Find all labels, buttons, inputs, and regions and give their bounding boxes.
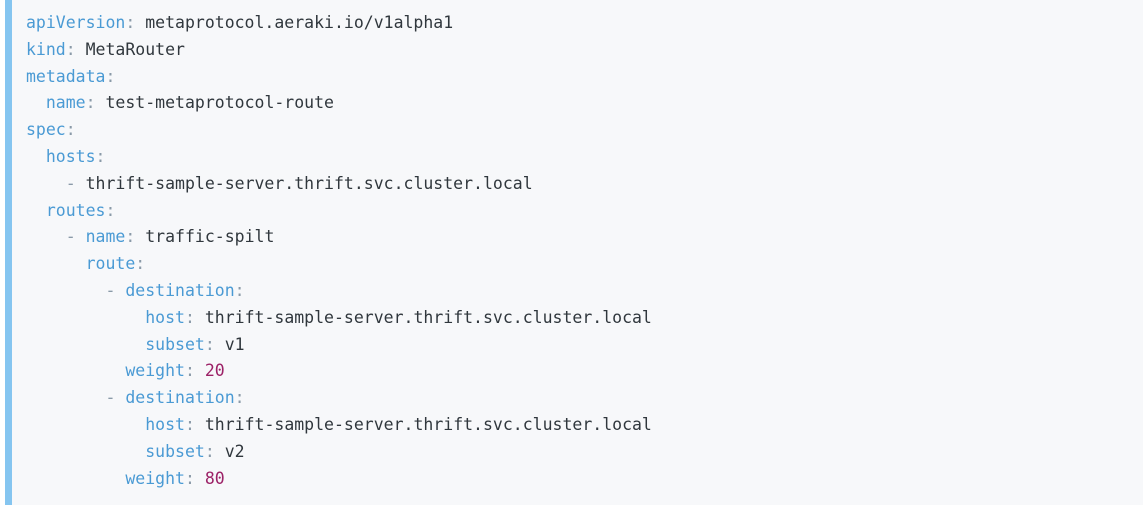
code-token-key: kind — [26, 39, 66, 59]
code-token-key: weight — [125, 361, 185, 381]
code-indent — [26, 281, 105, 300]
code-token-key: host — [145, 414, 185, 434]
code-line: subset: v2 — [26, 439, 1143, 466]
code-line: - name: traffic-spilt — [26, 224, 1143, 251]
code-token-punct: : — [105, 66, 116, 86]
code-token-punct: : — [95, 146, 106, 166]
code-token-punct: : — [125, 13, 136, 32]
code-token-dash: - — [105, 280, 126, 300]
code-token-plain — [195, 361, 205, 380]
code-line: weight: 20 — [26, 358, 1143, 385]
code-token-plain — [215, 442, 225, 461]
code-token-key: route — [85, 254, 136, 274]
code-token-punct: : — [135, 254, 146, 274]
code-token-plain — [96, 93, 106, 112]
code-indent — [26, 93, 46, 112]
code-token-key: apiVersion — [26, 13, 126, 32]
code-indent — [26, 201, 46, 220]
code-token-key: destination — [125, 388, 235, 408]
code-token-num: 80 — [204, 468, 225, 488]
code-token-punct: : — [184, 307, 195, 327]
code-line: spec: — [26, 117, 1143, 144]
code-token-str: MetaRouter — [85, 39, 185, 59]
code-content[interactable]: apiVersion: metaprotocol.aeraki.io/v1alp… — [12, 0, 1143, 492]
code-line: hosts: — [26, 144, 1143, 171]
code-indent — [26, 388, 105, 407]
code-line: weight: 80 — [26, 466, 1143, 493]
code-indent — [26, 415, 145, 434]
code-indent — [26, 254, 86, 273]
code-token-key: name — [85, 227, 126, 247]
code-token-plain — [135, 13, 145, 32]
code-token-str: thrift-sample-server.thrift.svc.cluster.… — [204, 307, 652, 327]
code-token-punct: : — [184, 361, 195, 381]
code-line: kind: MetaRouter — [26, 37, 1143, 64]
code-token-punct: : — [65, 39, 76, 59]
code-token-str: traffic-spilt — [145, 227, 275, 247]
code-token-plain — [195, 415, 205, 434]
code-token-punct: : — [125, 227, 136, 247]
code-token-key: spec — [26, 120, 66, 140]
code-indent — [26, 308, 145, 327]
code-token-key: host — [145, 307, 185, 327]
code-indent — [26, 174, 66, 193]
code-token-punct: : — [105, 200, 116, 220]
code-token-dash: - — [65, 173, 86, 193]
code-token-punct: : — [85, 93, 96, 113]
code-line: host: thrift-sample-server.thrift.svc.cl… — [26, 305, 1143, 332]
code-token-key: weight — [125, 468, 185, 488]
code-token-punct: : — [234, 280, 245, 300]
code-token-dash: - — [65, 227, 86, 247]
code-token-key: metadata — [26, 66, 106, 86]
code-line: apiVersion: metaprotocol.aeraki.io/v1alp… — [26, 10, 1143, 37]
code-token-punct: : — [234, 388, 245, 408]
code-indent — [26, 227, 66, 246]
code-token-key: subset — [145, 441, 205, 461]
code-token-key: subset — [145, 334, 205, 354]
code-line: subset: v1 — [26, 332, 1143, 359]
code-indent — [26, 469, 125, 488]
code-line: - destination: — [26, 385, 1143, 412]
code-indent — [26, 147, 46, 166]
code-token-dash: - — [105, 388, 126, 408]
code-line: routes: — [26, 198, 1143, 225]
code-token-punct: : — [184, 468, 195, 488]
code-token-plain — [195, 469, 205, 488]
code-token-key: hosts — [45, 146, 96, 166]
code-token-num: 20 — [204, 361, 225, 381]
code-indent — [26, 335, 145, 354]
code-line: metadata: — [26, 64, 1143, 91]
code-token-plain — [135, 227, 145, 246]
code-token-plain — [215, 335, 225, 354]
code-token-plain — [195, 308, 205, 327]
code-token-str: thrift-sample-server.thrift.svc.cluster.… — [204, 414, 652, 434]
code-token-str: v2 — [224, 441, 245, 461]
code-indent — [26, 442, 145, 461]
code-line: host: thrift-sample-server.thrift.svc.cl… — [26, 412, 1143, 439]
code-token-key: routes — [45, 200, 106, 220]
code-line: - thrift-sample-server.thrift.svc.cluste… — [26, 171, 1143, 198]
code-token-punct: : — [204, 334, 215, 354]
code-token-str: test-metaprotocol-route — [105, 93, 334, 113]
code-line: name: test-metaprotocol-route — [26, 90, 1143, 117]
code-token-str: thrift-sample-server.thrift.svc.cluster.… — [85, 173, 533, 193]
code-token-punct: : — [204, 441, 215, 461]
code-line: route: — [26, 251, 1143, 278]
code-token-key: destination — [125, 280, 235, 300]
code-indent — [26, 361, 125, 380]
code-token-str: metaprotocol.aeraki.io/v1alpha1 — [145, 13, 454, 32]
code-token-punct: : — [184, 414, 195, 434]
code-token-key: name — [45, 93, 86, 113]
code-token-plain — [76, 40, 86, 59]
code-line: - destination: — [26, 278, 1143, 305]
code-token-punct: : — [65, 120, 76, 140]
yaml-code-block: apiVersion: metaprotocol.aeraki.io/v1alp… — [5, 0, 1143, 505]
code-token-str: v1 — [224, 334, 245, 354]
